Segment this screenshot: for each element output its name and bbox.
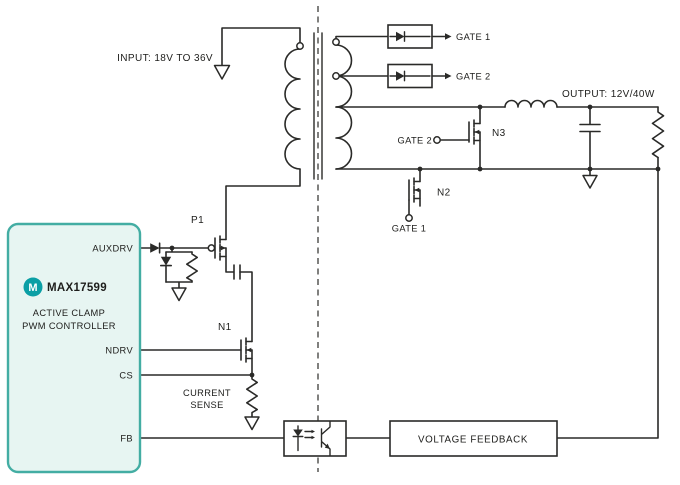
opto-led-icon xyxy=(293,429,303,437)
mosfet-n1: N1 xyxy=(139,322,253,376)
active-clamp-capacitor xyxy=(233,264,253,343)
arrow-right-icon xyxy=(311,435,315,440)
primary-winding xyxy=(284,48,301,170)
wire xyxy=(225,247,235,273)
nmos-arrow-icon xyxy=(474,129,480,135)
wire xyxy=(158,242,210,254)
gate1-drive: GATE 1 xyxy=(387,24,490,49)
primary-bottom-wire xyxy=(225,168,301,241)
wire xyxy=(165,247,193,289)
ground-icon xyxy=(213,64,231,80)
junction-dot xyxy=(417,166,423,172)
pin-ndrv: NDRV xyxy=(105,346,133,356)
pin-auxdrv: AUXDRV xyxy=(92,244,133,254)
junction-dot xyxy=(169,245,175,251)
emitter-arrow-icon xyxy=(324,443,330,449)
signal-tag-circle xyxy=(433,136,441,144)
pin-cs: CS xyxy=(119,371,133,381)
mosfet-n3: GATE 2 N3 xyxy=(398,106,506,170)
voltage-feedback-label: VOLTAGE FEEDBACK xyxy=(418,435,528,446)
capacitor-plates xyxy=(233,264,241,280)
pin-fb: FB xyxy=(120,434,133,444)
gate2-drive: GATE 2 xyxy=(387,63,490,89)
controller-ic: M MAX17599 ACTIVE CLAMP PWM CONTROLLER A… xyxy=(6,222,142,474)
junction-dots xyxy=(169,104,661,378)
transformer xyxy=(225,32,389,241)
signal-tag-circle xyxy=(405,214,413,222)
load-resistor xyxy=(651,106,665,159)
gate1-signal-label: GATE 1 xyxy=(456,32,490,42)
ground-icon xyxy=(582,174,598,189)
secondary-top-wire xyxy=(335,35,389,40)
resistor xyxy=(186,251,198,283)
controller-desc-2: PWM CONTROLLER xyxy=(22,321,116,331)
wire xyxy=(239,271,253,343)
input-label: INPUT: 18V TO 36V xyxy=(117,53,213,64)
junction-dot xyxy=(477,104,483,110)
pmos-arrow-icon xyxy=(220,245,226,251)
current-sense-label-1: CURRENT xyxy=(183,388,231,398)
secondary-terminal-circle xyxy=(332,38,340,46)
auxdrv-network xyxy=(139,242,210,302)
junction-dot xyxy=(249,372,255,378)
n3-gate-tag: GATE 2 xyxy=(398,136,432,146)
wire xyxy=(403,70,431,82)
wire xyxy=(304,430,313,439)
junction-dot xyxy=(477,166,483,172)
part-number: MAX17599 xyxy=(47,282,107,294)
nmos-arrow-icon xyxy=(246,347,252,353)
junction-dot xyxy=(655,166,661,172)
voltage-feedback-box xyxy=(389,420,558,457)
diode-icon xyxy=(396,31,405,42)
sense-resistor xyxy=(246,374,258,418)
pmos-bubble-icon xyxy=(207,244,216,252)
optocoupler-box xyxy=(283,420,347,457)
input-wire xyxy=(221,27,301,67)
diode-icon xyxy=(150,243,160,253)
junction-dot xyxy=(587,104,593,110)
current-sense-label-2: SENSE xyxy=(190,400,223,410)
primary-terminal-circle xyxy=(296,42,304,50)
feedback-path: VOLTAGE FEEDBACK xyxy=(139,420,558,457)
maxim-logo-icon xyxy=(23,277,43,297)
ground-icon xyxy=(171,287,187,302)
output-label: OUTPUT: 12V/40W xyxy=(562,89,655,100)
arrow-right-icon xyxy=(445,72,452,80)
n2-gate-tag: GATE 1 xyxy=(392,224,426,234)
n1-label: N1 xyxy=(218,322,232,333)
diode-icon xyxy=(396,71,405,81)
junction-dot xyxy=(587,166,593,172)
mosfet-p1: P1 xyxy=(191,215,235,273)
arrow-right-icon xyxy=(311,429,315,434)
output-section: OUTPUT: 12V/40W xyxy=(335,89,665,439)
p1-label: P1 xyxy=(191,215,204,226)
n2-label: N2 xyxy=(437,188,451,199)
ground-icon xyxy=(244,416,260,431)
current-sense-network: CURRENT SENSE xyxy=(139,374,260,431)
nmos-arrow-icon xyxy=(414,187,420,193)
wire xyxy=(403,31,431,42)
secondary-tap-circle xyxy=(332,72,340,80)
zener-diode-icon xyxy=(160,256,172,266)
maxim-logo-letter: M xyxy=(28,282,37,294)
arrow-right-icon xyxy=(445,33,452,40)
mosfet-n2: GATE 1 N2 xyxy=(392,168,451,234)
gate2-signal-label: GATE 2 xyxy=(456,72,490,82)
wire xyxy=(292,435,304,452)
n3-label: N3 xyxy=(492,128,506,139)
feedback-sense-wire xyxy=(556,156,659,439)
input-section: INPUT: 18V TO 36V xyxy=(117,27,301,80)
output-inductor xyxy=(504,99,558,108)
controller-desc-1: ACTIVE CLAMP xyxy=(33,308,105,318)
output-capacitor xyxy=(579,106,601,170)
